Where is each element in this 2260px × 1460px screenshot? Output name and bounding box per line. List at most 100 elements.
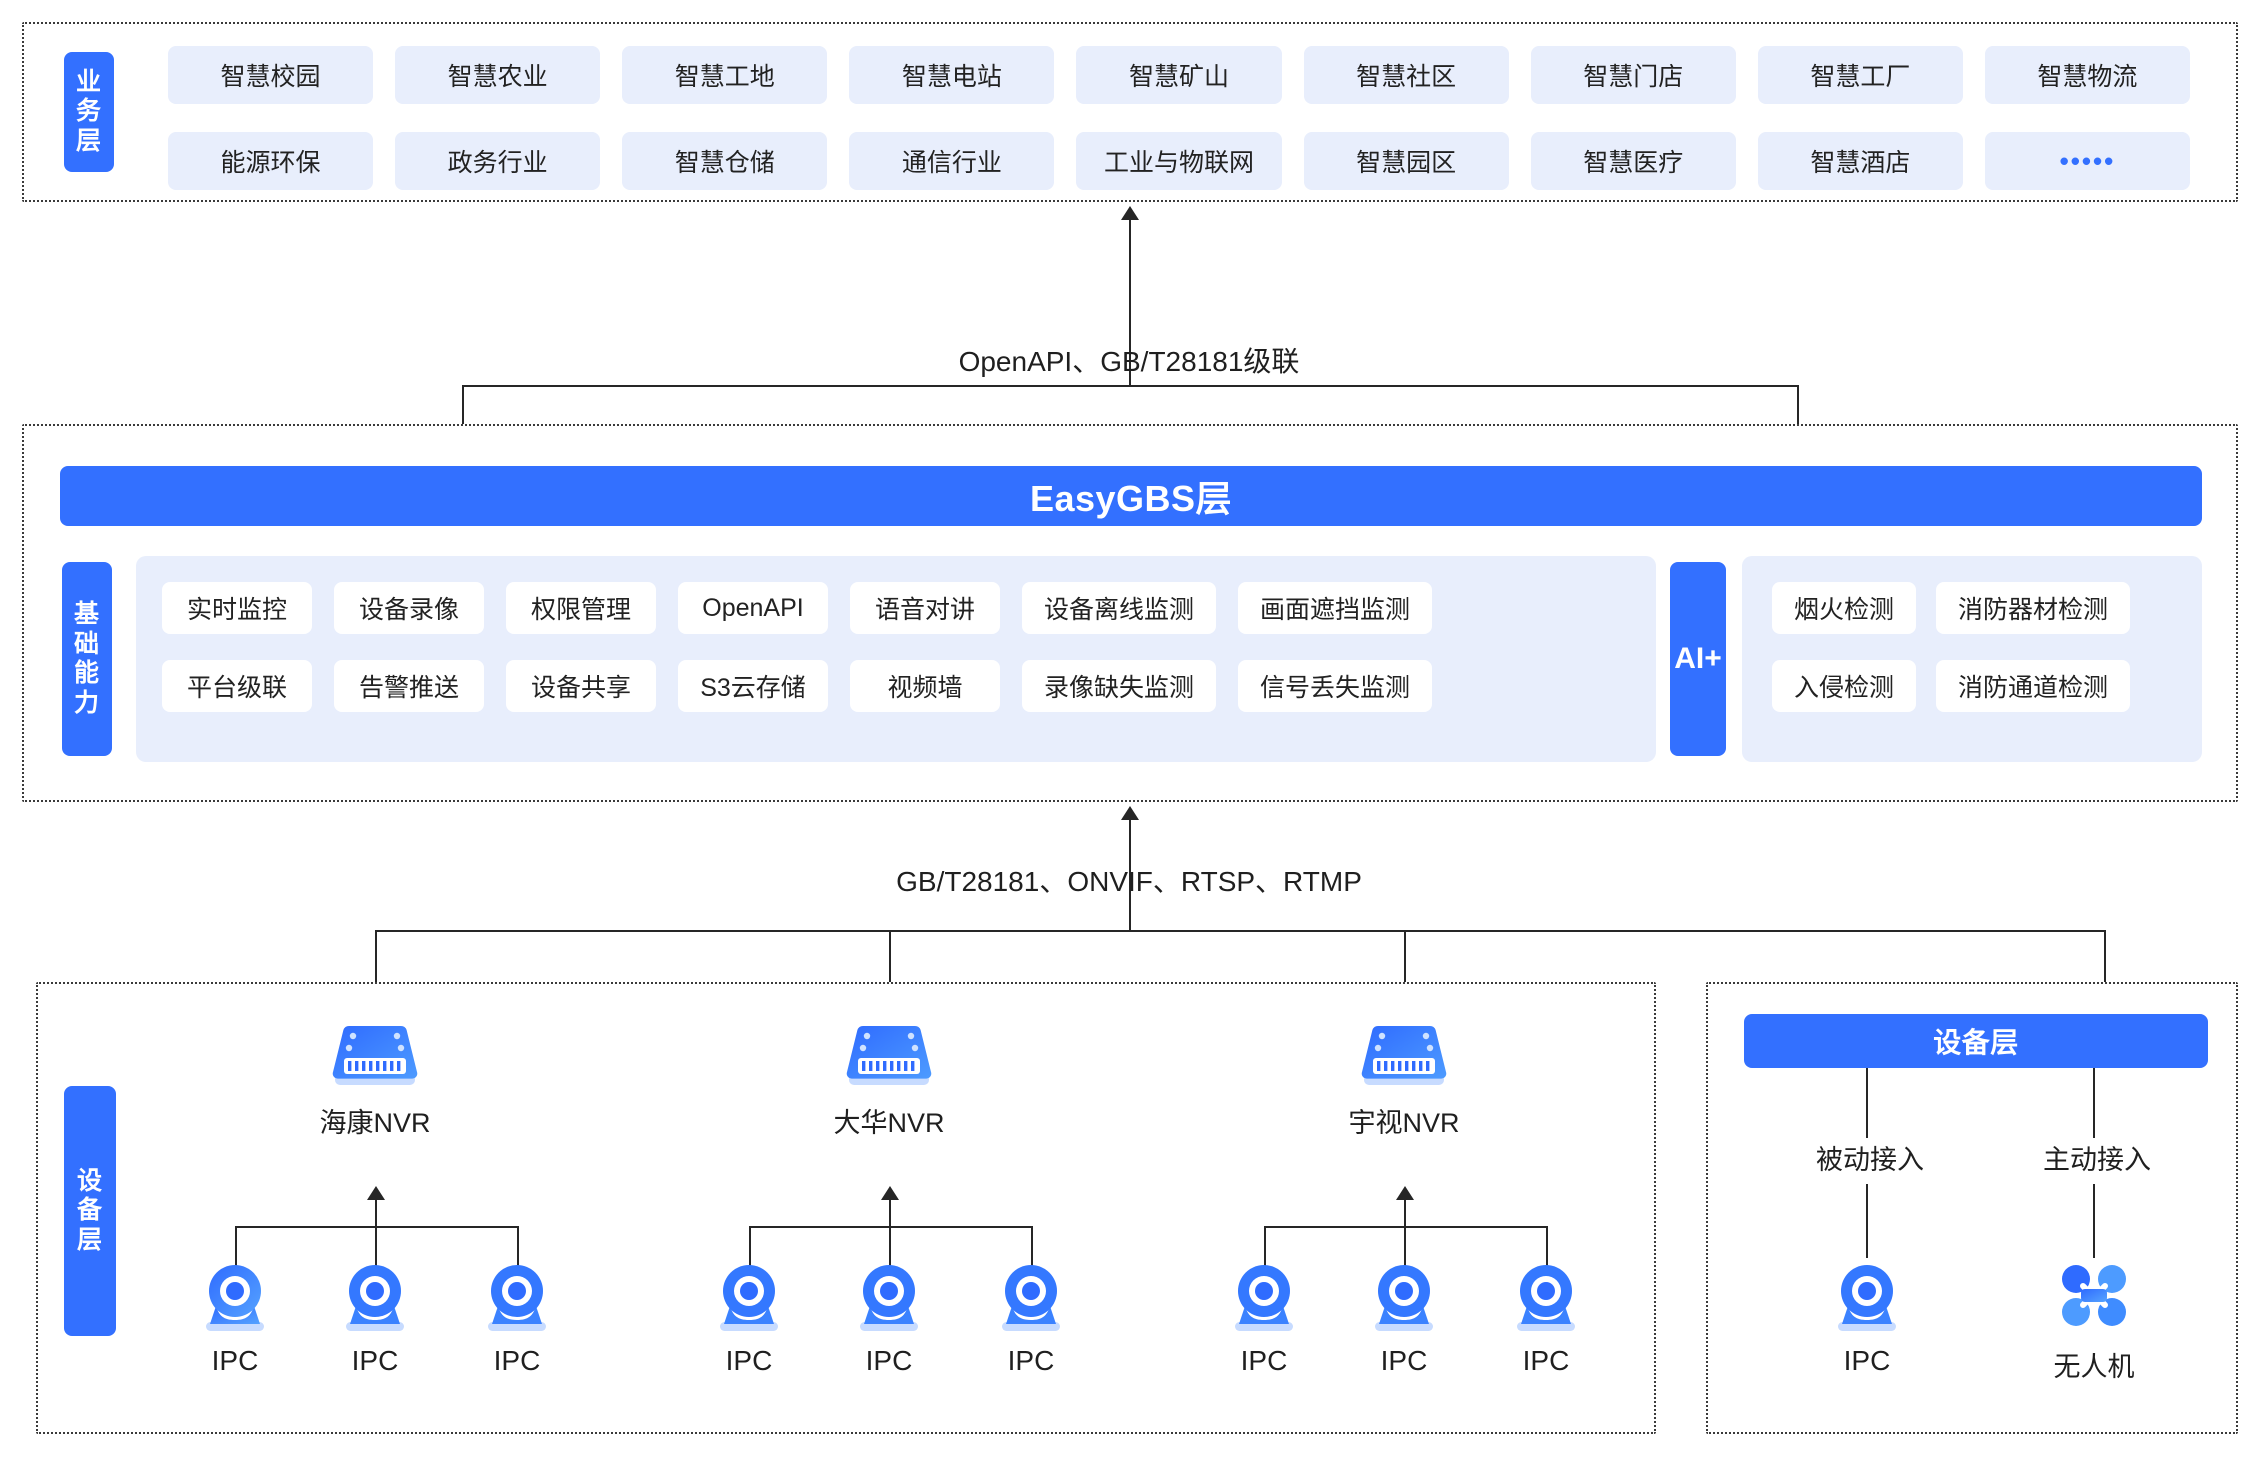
business-item[interactable]: 智慧工地	[622, 46, 828, 104]
bottom-connector-label: GB/T28181、ONVIF、RTSP、RTMP	[896, 866, 1362, 897]
business-item[interactable]: 能源环保	[168, 132, 374, 190]
ipc-drop-haikang-2	[375, 1226, 377, 1266]
bottom-branch-hk	[375, 930, 377, 1000]
capability-item[interactable]: 信号丢失监测	[1238, 660, 1432, 712]
bottom-branch-ys	[1404, 930, 1406, 1000]
easygbs-layer-bar[interactable]: EasyGBS层	[60, 466, 2202, 526]
active-access-label: 主动接入	[2022, 1138, 2172, 1177]
ipc-node[interactable]: IPC	[1354, 1262, 1454, 1377]
business-item[interactable]: 智慧酒店	[1757, 132, 1963, 190]
ipc-drop-haikang-3	[517, 1226, 519, 1266]
ipc-label: IPC	[1380, 1345, 1428, 1376]
ipc-drop-uniview-3	[1546, 1226, 1548, 1266]
top-connector-bus	[462, 385, 1798, 387]
ipc-node[interactable]: IPC	[981, 1262, 1081, 1377]
nvr-uplink-uniview	[1404, 1200, 1406, 1228]
bottom-connector-stem	[1129, 820, 1131, 930]
ai-plus-badge[interactable]: AI+	[1670, 562, 1726, 756]
business-item[interactable]: 通信行业	[849, 132, 1055, 190]
capability-item[interactable]: 录像缺失监测	[1022, 660, 1216, 712]
side-label-char: 务	[75, 97, 102, 126]
active-access-line-upper	[2093, 1068, 2095, 1140]
camera-icon	[1235, 1265, 1293, 1331]
nvr-node-haikang[interactable]: 海康NVR	[305, 1020, 445, 1140]
ipc-label: IPC	[493, 1345, 541, 1376]
platform-capability-side-label: 基 础 能 力	[62, 562, 112, 756]
ipc-label: IPC	[1843, 1345, 1891, 1376]
business-item[interactable]: 智慧园区	[1303, 132, 1509, 190]
ipc-node[interactable]: IPC	[1214, 1262, 1314, 1377]
ipc-label: IPC	[725, 1345, 773, 1376]
ipc-node[interactable]: IPC	[699, 1262, 799, 1377]
ipc-node-passive[interactable]: IPC	[1817, 1262, 1917, 1377]
nvr-node-dahua[interactable]: 大华NVR	[819, 1020, 959, 1140]
capability-item[interactable]: 设备共享	[506, 660, 656, 712]
camera-icon	[720, 1265, 778, 1331]
capability-item[interactable]: OpenAPI	[678, 582, 828, 634]
side-label-char: 力	[73, 688, 100, 717]
capability-item[interactable]: 实时监控	[162, 582, 312, 634]
ipc-drop-haikang-1	[235, 1226, 237, 1266]
device-layer-right-title[interactable]: 设备层	[1744, 1014, 2208, 1068]
ipc-node[interactable]: IPC	[1496, 1262, 1596, 1377]
ipc-drop-uniview-2	[1404, 1226, 1406, 1266]
top-connector-arrow	[1121, 206, 1139, 220]
capability-item[interactable]: 画面遮挡监测	[1238, 582, 1432, 634]
ipc-node[interactable]: IPC	[325, 1262, 425, 1377]
ipc-node[interactable]: IPC	[467, 1262, 567, 1377]
ipc-node[interactable]: IPC	[839, 1262, 939, 1377]
side-label-char: 基	[73, 600, 100, 628]
business-items-grid: 智慧校园 智慧农业 智慧工地 智慧电站 智慧矿山 智慧社区 智慧门店 智慧工厂 …	[168, 46, 2190, 190]
nvr-node-uniview[interactable]: 宇视NVR	[1334, 1020, 1474, 1140]
capability-item[interactable]: S3云存储	[678, 660, 828, 712]
ai-capability-item[interactable]: 消防器材检测	[1936, 582, 2130, 634]
ipc-label: IPC	[351, 1345, 399, 1376]
ipc-node[interactable]: IPC	[185, 1262, 285, 1377]
passive-access-line-lower	[1866, 1184, 1868, 1258]
bottom-branch-dh	[889, 930, 891, 1000]
capability-item[interactable]: 视频墙	[850, 660, 1000, 712]
drone-node[interactable]: 无人机	[2044, 1262, 2144, 1384]
camera-icon	[346, 1265, 404, 1331]
business-item[interactable]: 智慧仓储	[622, 132, 828, 190]
business-item[interactable]: 智慧电站	[849, 46, 1055, 104]
business-item[interactable]: 政务行业	[395, 132, 601, 190]
capability-item[interactable]: 告警推送	[334, 660, 484, 712]
ai-capability-item[interactable]: 烟火检测	[1772, 582, 1916, 634]
camera-icon	[488, 1265, 546, 1331]
side-label-char: 备	[76, 1196, 103, 1225]
business-item[interactable]: 智慧门店	[1530, 46, 1736, 104]
ai-capability-item[interactable]: 消防通道检测	[1936, 660, 2130, 712]
business-item[interactable]: 智慧社区	[1303, 46, 1509, 104]
nvr-uplink-haikang	[375, 1200, 377, 1228]
business-item[interactable]: 工业与物联网	[1076, 132, 1282, 190]
ipc-drop-dahua-3	[1031, 1226, 1033, 1266]
bottom-connector-arrow	[1121, 806, 1139, 820]
capability-item[interactable]: 设备录像	[334, 582, 484, 634]
bottom-branch-right-panel	[2104, 930, 2106, 1000]
top-connector-label: OpenAPI、GB/T28181级联	[958, 346, 1300, 377]
camera-icon	[206, 1265, 264, 1331]
bottom-connector-bus	[375, 930, 2105, 932]
business-item[interactable]: 智慧医疗	[1530, 132, 1736, 190]
business-item[interactable]: 智慧农业	[395, 46, 601, 104]
business-item[interactable]: 智慧工厂	[1757, 46, 1963, 104]
capability-item[interactable]: 平台级联	[162, 660, 312, 712]
capability-item[interactable]: 语音对讲	[850, 582, 1000, 634]
ai-capability-item[interactable]: 入侵检测	[1772, 660, 1916, 712]
capability-item[interactable]: 设备离线监测	[1022, 582, 1216, 634]
nvr-icon	[846, 1026, 932, 1085]
business-item[interactable]: 智慧物流	[1984, 46, 2190, 104]
business-item[interactable]: 智慧矿山	[1076, 46, 1282, 104]
side-label-char: 能	[73, 659, 100, 687]
ai-capability-grid: 烟火检测 消防器材检测 入侵检测 消防通道检测	[1772, 582, 2130, 712]
ipc-drop-uniview-1	[1264, 1226, 1266, 1266]
business-item[interactable]: 智慧校园	[168, 46, 374, 104]
ipc-label: IPC	[211, 1345, 259, 1376]
capability-item[interactable]: 权限管理	[506, 582, 656, 634]
side-label-char: 业	[75, 67, 102, 96]
camera-icon	[1002, 1265, 1060, 1331]
side-label-char: 设	[76, 1166, 103, 1195]
nvr-label: 宇视NVR	[1348, 1108, 1460, 1138]
business-item-more[interactable]: •••••	[1984, 132, 2190, 190]
